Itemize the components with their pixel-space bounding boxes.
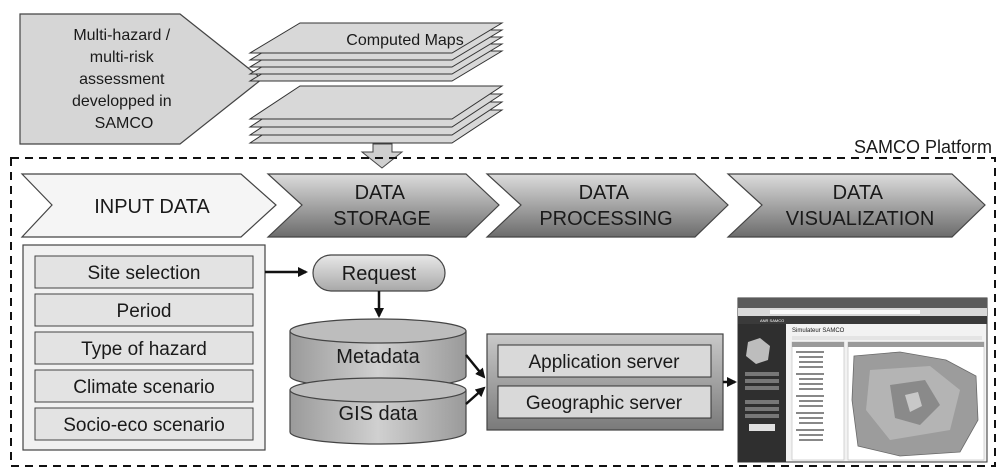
stage-data-processing-label: DATA PROCESSING — [539, 182, 672, 230]
web-platform-screenshot: ANR SAMCO Simulateur SAMCO — [737, 297, 988, 463]
metadata-to-servers-arrow — [465, 354, 486, 379]
computed-maps-stack-bottom — [248, 85, 504, 144]
svg-text:Application server: Application server — [528, 352, 680, 373]
input-item-type-of-hazard: Type of hazard — [34, 331, 254, 365]
multi-hazard-line-5: SAMCO — [95, 115, 154, 132]
input-item-period: Period — [34, 293, 254, 327]
multi-hazard-line-1: Multi-hazard / — [73, 27, 170, 44]
svg-text:Type of hazard: Type of hazard — [81, 339, 207, 360]
request-label: Request — [342, 263, 417, 285]
input-item-socio-eco-scenario: Socio-eco scenario — [34, 407, 254, 441]
stage-data-processing — [485, 173, 729, 238]
multi-hazard-line-2: multi-risk — [90, 49, 155, 66]
stage-input-data-label: INPUT DATA — [94, 196, 210, 218]
maps-down-arrow — [360, 143, 404, 169]
geographic-server: Geographic server — [497, 385, 712, 419]
stage-data-visualization-label: DATA VISUALIZATION — [786, 182, 935, 230]
gis-data-label: GIS data — [339, 403, 419, 425]
svg-text:Socio-eco scenario: Socio-eco scenario — [63, 415, 225, 436]
gis-data-database — [289, 377, 467, 445]
metadata-label: Metadata — [336, 346, 420, 368]
svg-text:Geographic server: Geographic server — [526, 393, 683, 414]
stage-data-visualization — [726, 173, 986, 238]
input-item-site-selection: Site selection — [34, 255, 254, 289]
multi-hazard-line-3: assessment — [79, 71, 165, 88]
application-server: Application server — [497, 344, 712, 378]
svg-text:Site selection: Site selection — [87, 263, 200, 284]
svg-text:Climate scenario: Climate scenario — [73, 377, 215, 398]
input-item-climate-scenario: Climate scenario — [34, 369, 254, 403]
computed-maps-stack-top — [248, 22, 504, 82]
computed-maps-label: Computed Maps — [346, 32, 463, 49]
stage-data-storage — [266, 173, 500, 238]
multi-hazard-arrow — [19, 13, 263, 145]
metadata-database — [289, 318, 467, 389]
multi-hazard-line-4: developped in — [72, 93, 172, 110]
screenshot-app-name: ANR SAMCO — [760, 318, 784, 323]
stage-input-data — [20, 173, 277, 238]
stage-data-storage-label: DATA STORAGE — [333, 182, 430, 230]
samco-platform-label: SAMCO Platform — [854, 137, 992, 157]
svg-text:Period: Period — [117, 301, 172, 322]
screenshot-title: Simulateur SAMCO — [792, 328, 845, 334]
multi-hazard-text: Multi-hazard / multi-risk assessment dev… — [72, 27, 176, 132]
gis-to-servers-arrow — [465, 386, 486, 405]
samco-platform-boundary — [10, 157, 996, 467]
